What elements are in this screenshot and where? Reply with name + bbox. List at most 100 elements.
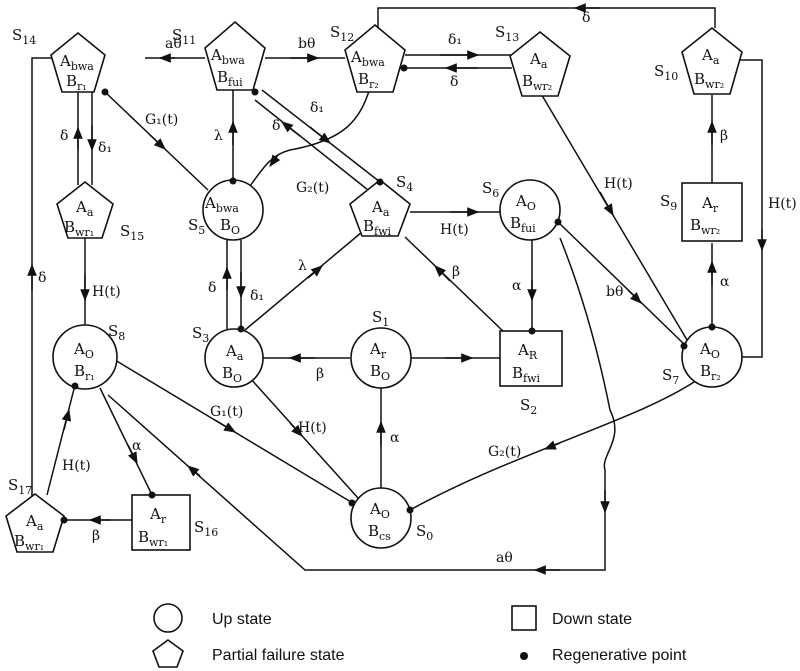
svg-text:S0: S0 xyxy=(416,522,433,543)
state-s4: Aa Bfwi S4 xyxy=(349,173,413,238)
s3-b-sub: O xyxy=(233,372,242,385)
svg-text:Aa: Aa xyxy=(371,198,390,219)
s17-b-sub: wr₁ xyxy=(25,540,44,553)
label-h-s17-s8: H(t) xyxy=(62,458,91,474)
s7-a: A xyxy=(699,340,711,358)
svg-text:S5: S5 xyxy=(188,216,205,237)
s15-a-sub: a xyxy=(87,206,94,219)
s15-a: A xyxy=(75,198,87,216)
svg-text:Aa: Aa xyxy=(701,46,720,67)
s10-a-sub: a xyxy=(713,54,720,67)
square-shape xyxy=(131,494,191,551)
legend-partial-label: Partial failure state xyxy=(212,647,345,664)
regen-dot-s17 xyxy=(60,516,68,524)
svg-text:Aa: Aa xyxy=(25,512,44,533)
svg-text:S7: S7 xyxy=(662,366,679,387)
label-delta1-s5-s3: δ₁ xyxy=(250,288,264,304)
svg-text:Abwa: Abwa xyxy=(210,46,245,67)
s12-a: A xyxy=(350,48,362,66)
label-a-theta-bottom: aθ xyxy=(496,550,513,566)
svg-text:Ar: Ar xyxy=(369,340,387,361)
s12-name: S xyxy=(330,23,340,41)
s4-b: B xyxy=(363,217,374,235)
s4-name: S xyxy=(396,173,406,191)
svg-text:S1: S1 xyxy=(372,308,389,329)
state-s0: AO Bcs S0 xyxy=(350,487,433,549)
s6-num: 6 xyxy=(492,187,499,200)
svg-text:Bwr₁: Bwr₁ xyxy=(14,532,44,553)
label-h-s3-s0: H(t) xyxy=(298,420,327,436)
s16-b-sub: wr₁ xyxy=(149,536,168,549)
label-b-theta-s6-s7: bθ xyxy=(606,284,623,300)
square-shape xyxy=(681,182,743,242)
state-s3: Aa BO S3 xyxy=(192,324,264,388)
svg-text:Bwr₂: Bwr₂ xyxy=(694,70,724,91)
s17-a-sub: a xyxy=(37,520,44,533)
pentagon-shape xyxy=(344,23,406,93)
s4-a-sub: a xyxy=(383,206,390,219)
s3-name: S xyxy=(192,324,202,342)
circle-shape xyxy=(350,327,412,389)
svg-text:BO: BO xyxy=(222,364,242,385)
label-beta-s2-s4: β xyxy=(452,264,460,280)
state-s12: Abwa Br₂ S12 xyxy=(330,23,406,93)
state-s17: Aa Bwr₁ S17 xyxy=(5,476,65,553)
s10-a: A xyxy=(701,46,713,64)
s2-name: S xyxy=(520,396,530,414)
arrow-s3-s4 xyxy=(307,265,323,279)
s14-b: B xyxy=(66,72,77,90)
label-beta-s1-s3: β xyxy=(316,366,324,382)
legend: Up state Partial failure state Down stat… xyxy=(152,603,687,668)
svg-text:Br₁: Br₁ xyxy=(66,72,87,93)
label-h-s10-s7: H(t) xyxy=(768,196,797,212)
arrow-s12-s5 xyxy=(269,154,281,167)
pentagon-shape xyxy=(56,180,114,239)
state-s13: Aa Bwr₂ S13 xyxy=(495,23,571,97)
arrow-s2-s4 xyxy=(434,265,451,282)
s16-a-sub: r xyxy=(161,513,167,526)
s7-num: 7 xyxy=(672,374,679,387)
regen-dot-s0-right xyxy=(406,506,414,514)
s12-b: B xyxy=(358,70,369,88)
label-alpha-s8-s16: α xyxy=(132,438,142,454)
s2-num: 2 xyxy=(530,404,537,417)
s17-num: 17 xyxy=(18,484,32,497)
s15-name: S xyxy=(120,222,130,240)
s5-b-sub: O xyxy=(231,224,240,237)
arrow-s13-s7 xyxy=(599,191,614,217)
s9-a-sub: r xyxy=(713,202,719,215)
svg-text:S11: S11 xyxy=(172,26,196,47)
edge-s8-s16 xyxy=(99,387,153,496)
s1-a: A xyxy=(369,340,381,358)
circle-shape xyxy=(499,179,561,241)
state-s16: Ar Bwr₁ S16 xyxy=(131,494,218,551)
arrow-s8-s0 xyxy=(214,419,237,433)
svg-text:Bfui: Bfui xyxy=(510,214,536,235)
arrow-s7-s0 xyxy=(543,440,561,450)
svg-text:Bwr₁: Bwr₁ xyxy=(138,528,168,549)
s6-b: B xyxy=(510,214,521,232)
label-delta-s13-s12: δ xyxy=(450,74,458,90)
svg-text:S16: S16 xyxy=(194,518,218,539)
svg-text:Aa: Aa xyxy=(75,198,94,219)
legend-down-square-icon xyxy=(511,605,537,631)
arrow-s6-s7 xyxy=(627,289,642,304)
regen-dot-s3 xyxy=(237,325,245,333)
label-g1-s14-s5: G₁(t) xyxy=(145,112,178,128)
edge-s3-s0 xyxy=(249,377,359,499)
s11-num: 11 xyxy=(182,34,196,47)
s1-a-sub: r xyxy=(381,348,387,361)
svg-text:Br₁: Br₁ xyxy=(74,362,95,383)
edge-s17-s14 xyxy=(31,57,52,500)
svg-text:S6: S6 xyxy=(482,179,499,200)
svg-text:S3: S3 xyxy=(192,324,209,345)
edge-s2-s4 xyxy=(404,236,506,334)
circle-shape xyxy=(350,487,412,549)
legend-down-label: Down state xyxy=(552,611,632,628)
s15-b-sub: wr₁ xyxy=(75,226,94,239)
state-s1: Ar BO S1 xyxy=(350,308,412,389)
label-h-s13-s7: H(t) xyxy=(604,176,633,192)
svg-text:Aa: Aa xyxy=(225,342,244,363)
legend-regen-dot-icon xyxy=(520,652,528,660)
s15-b: B xyxy=(64,218,75,236)
